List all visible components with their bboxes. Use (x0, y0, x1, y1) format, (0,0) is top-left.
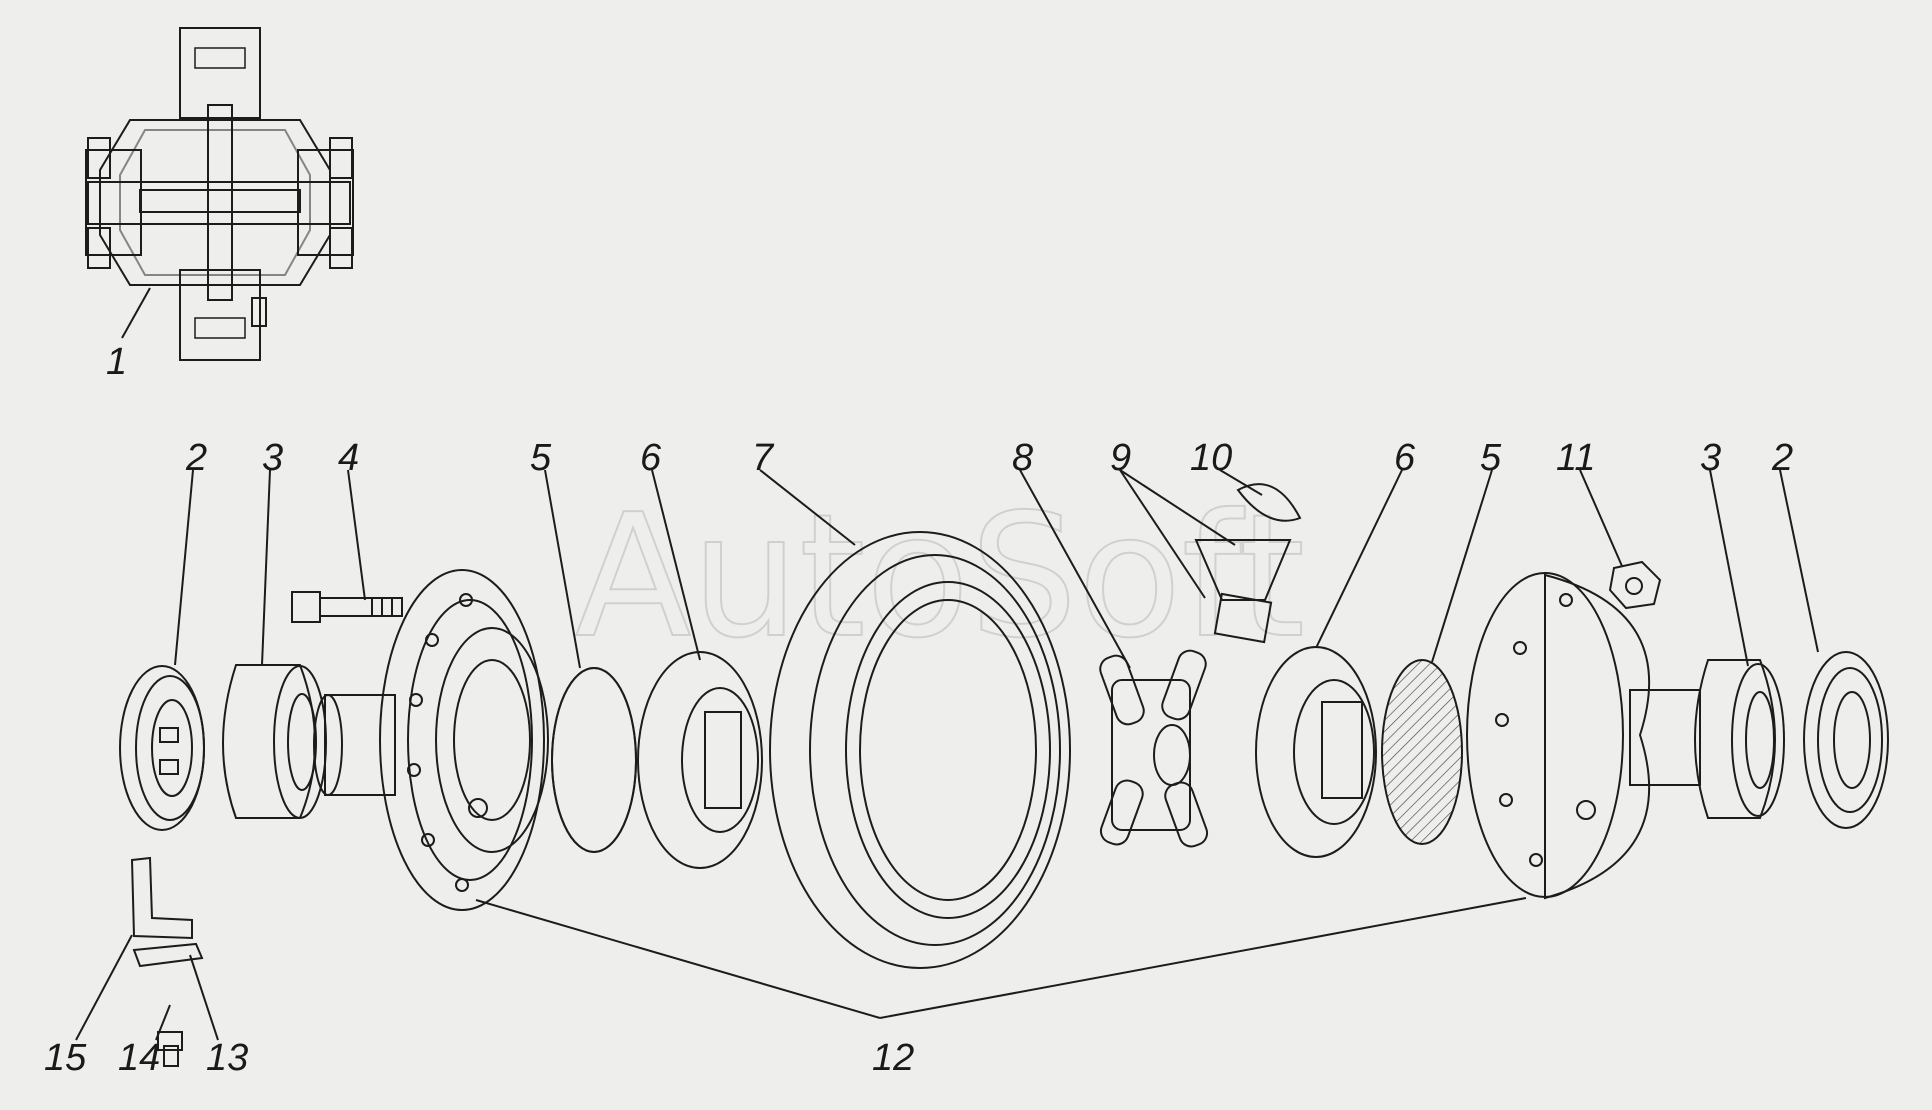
callout-9: 9 (1110, 437, 1131, 479)
callout-2-left: 2 (185, 437, 207, 479)
bolt (291, 591, 403, 623)
assembled-differential-section (85, 27, 354, 361)
locking-bracket (130, 856, 193, 940)
leader-1 (121, 287, 151, 339)
differential-case-right-half (1466, 572, 1701, 900)
callout-13: 13 (206, 1037, 248, 1079)
side-gear-right (1255, 646, 1377, 858)
ring-gear (769, 531, 1071, 969)
callout-3-right: 3 (1700, 437, 1721, 479)
callout-4: 4 (338, 437, 359, 479)
differential-spider (1099, 649, 1209, 848)
callout-6-left: 6 (640, 437, 662, 479)
callout-7: 7 (752, 437, 775, 479)
callout-8: 8 (1012, 437, 1033, 479)
callout-5-right: 5 (1480, 437, 1502, 479)
side-gear-left (637, 651, 763, 869)
lock-washer (132, 942, 204, 968)
callout-10: 10 (1190, 437, 1232, 479)
callout-2-right: 2 (1771, 437, 1793, 479)
lock-screw (157, 1031, 183, 1067)
callout-14: 14 (118, 1037, 160, 1079)
bearing-adjusting-nut-right (1803, 651, 1889, 829)
leader-lines (75, 469, 1819, 1041)
callout-labels: 1 2 3 4 5 6 7 8 9 10 6 5 11 3 2 12 15 14… (44, 341, 1793, 1079)
callout-3-left: 3 (262, 437, 283, 479)
thrust-washer-right (1382, 660, 1462, 844)
watermark-text: AutoSoft (575, 478, 1305, 676)
callout-15: 15 (44, 1037, 87, 1079)
bearing-adjusting-nut-left (119, 665, 205, 831)
tapered-bearing-left (222, 664, 327, 819)
callout-11: 11 (1556, 437, 1595, 479)
pinion-gear (1194, 539, 1292, 644)
differential-case-left-half (313, 569, 549, 911)
callout-6-right: 6 (1394, 437, 1416, 479)
pinion-thrust-washer (1236, 483, 1302, 522)
tapered-bearing-right (1694, 659, 1785, 819)
lock-nut (1608, 560, 1662, 610)
callout-1: 1 (106, 341, 127, 383)
callout-12: 12 (872, 1037, 914, 1079)
callout-5-left: 5 (530, 437, 552, 479)
